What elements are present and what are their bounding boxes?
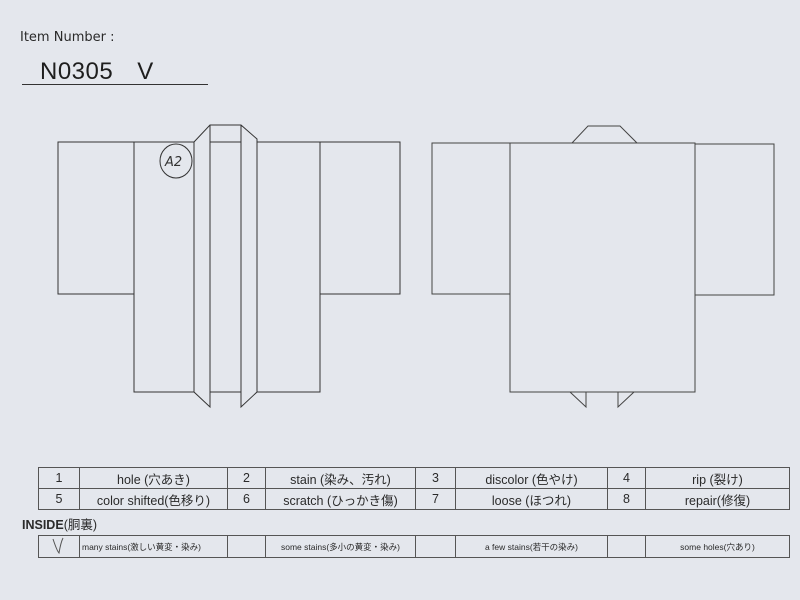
legend-num: 6 (227, 488, 266, 510)
legend-num: 8 (607, 488, 646, 510)
back-collar (571, 125, 638, 144)
legend-label: discolor (色やけ) (455, 467, 608, 489)
table-row: many stains(激しい黄変・染み) some stains(多小の黄変・… (38, 535, 790, 558)
legend-num: 7 (415, 488, 456, 510)
inside-section-title: INSIDE(胴裏) (22, 518, 98, 532)
inside-condition-table: many stains(激しい黄変・染み) some stains(多小の黄変・… (38, 535, 790, 558)
legend-num: 5 (38, 488, 80, 510)
legend-label: loose (ほつれ) (455, 488, 608, 510)
option-label: some holes(穴あり) (645, 535, 790, 558)
front-right-panel (256, 141, 321, 393)
handwritten-check-icon (52, 537, 64, 554)
damage-legend-table: 1 hole (穴あき) 2 stain (染み、汚れ) 3 discolor … (38, 467, 790, 510)
checkbox-some-holes[interactable] (607, 535, 646, 558)
item-number: N0305 (40, 58, 114, 85)
legend-label: rip (裂け) (645, 467, 790, 489)
front-left-sleeve (57, 141, 135, 295)
legend-label: stain (染み、汚れ) (265, 467, 416, 489)
checkbox-some-stains[interactable] (227, 535, 266, 558)
item-number-value: N0305 V (40, 58, 154, 86)
legend-num: 3 (415, 467, 456, 489)
back-right-sleeve (694, 143, 775, 296)
legend-label: hole (穴あき) (79, 467, 228, 489)
legend-label: color shifted(色移り) (79, 488, 228, 510)
checkbox-many-stains[interactable] (38, 535, 80, 558)
grade: V (137, 58, 154, 85)
checkbox-few-stains[interactable] (415, 535, 456, 558)
legend-num: 1 (38, 467, 80, 489)
item-number-label: Item Number : (20, 30, 115, 45)
option-label: a few stains(若干の染み) (455, 535, 608, 558)
front-right-sleeve (319, 141, 401, 295)
garment-diagrams: A2 (57, 124, 775, 409)
table-row: 5 color shifted(色移り) 6 scratch (ひっかき傷) 7… (38, 488, 790, 510)
legend-label: scratch (ひっかき傷) (265, 488, 416, 510)
back-left-sleeve (431, 142, 511, 295)
back-hem-tab-right (617, 391, 635, 409)
legend-label: repair(修復) (645, 488, 790, 510)
front-collar-left (193, 125, 211, 409)
item-number-underline (22, 84, 208, 85)
front-view-diagram (57, 124, 401, 409)
svg-text:A2: A2 (164, 155, 182, 170)
legend-num: 4 (607, 467, 646, 489)
option-label: some stains(多小の黄変・染み) (265, 535, 416, 558)
legend-num: 2 (227, 467, 266, 489)
back-body (509, 142, 696, 393)
back-view-diagram (431, 125, 775, 409)
front-collar-right (193, 124, 258, 409)
handwritten-annotation: A2 (159, 143, 193, 179)
front-left-panel (133, 141, 195, 393)
back-hem-tab-left (569, 391, 587, 409)
option-label: many stains(激しい黄変・染み) (79, 535, 228, 558)
table-row: 1 hole (穴あき) 2 stain (染み、汚れ) 3 discolor … (38, 467, 790, 489)
